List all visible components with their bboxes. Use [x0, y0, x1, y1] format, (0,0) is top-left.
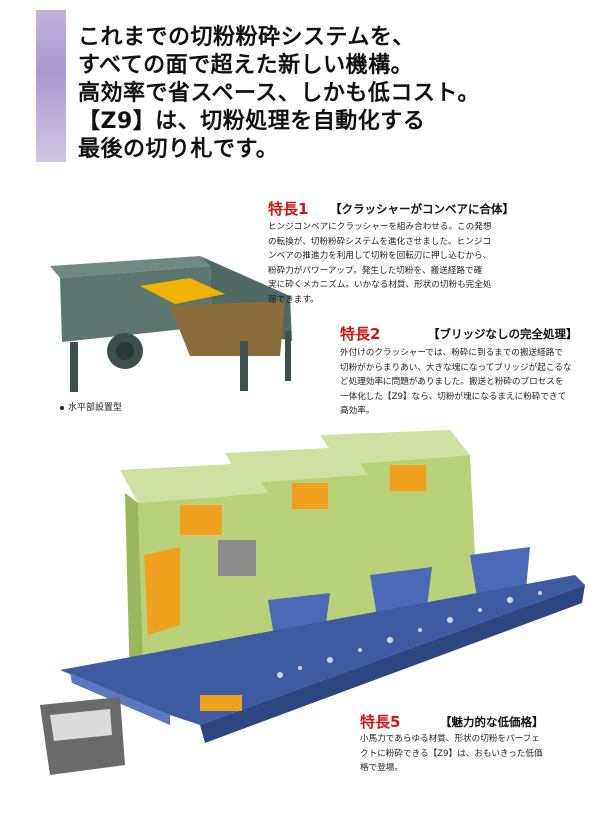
feature2-subtitle: 【ブリッジなしの完全処理】 [428, 327, 578, 341]
machine-illustration [50, 256, 292, 392]
feature1-line-2: の転換が、切粉粉砕システムを進化させました。ヒンジコ [268, 236, 492, 247]
feature2-line-3: ど処理効率に問題がありました。搬送と粉砕のプロセスを [340, 377, 564, 387]
feature2-body: 外付けのクラッシャーでは、粉砕に到るまでの搬送経路で 切粉がからまりあい、大きな… [340, 346, 600, 419]
headline-line-2: すべての面で超えた新しい機構。 [78, 53, 414, 78]
feature1-subtitle: 【クラッシャーがコンベアに合体】 [330, 202, 514, 216]
decorative-stripe [36, 10, 66, 162]
feature2-line-1: 外付けのクラッシャーでは、粉砕に到るまでの搬送経路で [340, 348, 563, 358]
feature1-line-1: ヒンジコンベアにクラッシャーを組み合わせる。この発想 [268, 222, 492, 232]
headline-line-5: 最後の切り札です。 [78, 137, 279, 162]
feature1-body: ヒンジコンベアにクラッシャーを組み合わせる。この発想 の転換が、切粉粉砕システム… [268, 220, 568, 307]
feature2-line-2: 切粉がからまりあい、大きな塊になってブリッジが起こるな [340, 362, 572, 373]
feature1-line-6: 理できます。 [268, 294, 319, 305]
feature5-line-2: クトに粉砕できる【Z9】は、おもいきった低価 [360, 748, 543, 759]
headline: これまでの切粉粉砕システムを、 すべての面で超えた新しい機構。 高効率で省スペー… [78, 24, 598, 164]
feature1-title: 特長1 [268, 200, 309, 218]
feature5-line-3: 格で登場。 [360, 763, 403, 773]
machine-caption: 水平部設置型 [60, 400, 122, 413]
caption-text: 水平部設置型 [68, 403, 123, 413]
feature2-line-5: 高効率。 [340, 406, 375, 416]
headline-line-1: これまでの切粉粉砕システムを、 [78, 25, 415, 50]
feature1-line-5: 実に砕くメカニズム。いかなる材質、形状の切粉も完全処 [268, 280, 492, 290]
feature5-title: 特長5 [360, 713, 401, 731]
feature5-subtitle: 【魅力的な低価格】 [440, 715, 544, 729]
headline-line-3: 高効率で省スペース、しかも低コスト。 [78, 81, 480, 106]
bullet-dot [60, 405, 64, 410]
feature2-title: 特長2 [340, 325, 381, 343]
system-illustration [40, 430, 585, 775]
feature2-line-4: 一体化した【Z9】なら、切粉が塊になるまえに粉砕できて [340, 391, 567, 402]
headline-line-4: 【Z9】は、切粉処理を自動化する [78, 109, 426, 134]
feature5-body: 小馬力であらゆる材質、形状の切粉をパーフェ クトに粉砕できる【Z9】は、おもいき… [360, 732, 590, 776]
feature5-line-1: 小馬力であらゆる材質、形状の切粉をパーフェ [360, 734, 540, 744]
feature1-line-3: ンベアの推進力を利用して切粉を回転刃に押し込むから、 [268, 251, 492, 261]
feature1-line-4: 粉砕力がパワーアップ。発生した切粉を、搬送経路で確 [268, 265, 483, 276]
